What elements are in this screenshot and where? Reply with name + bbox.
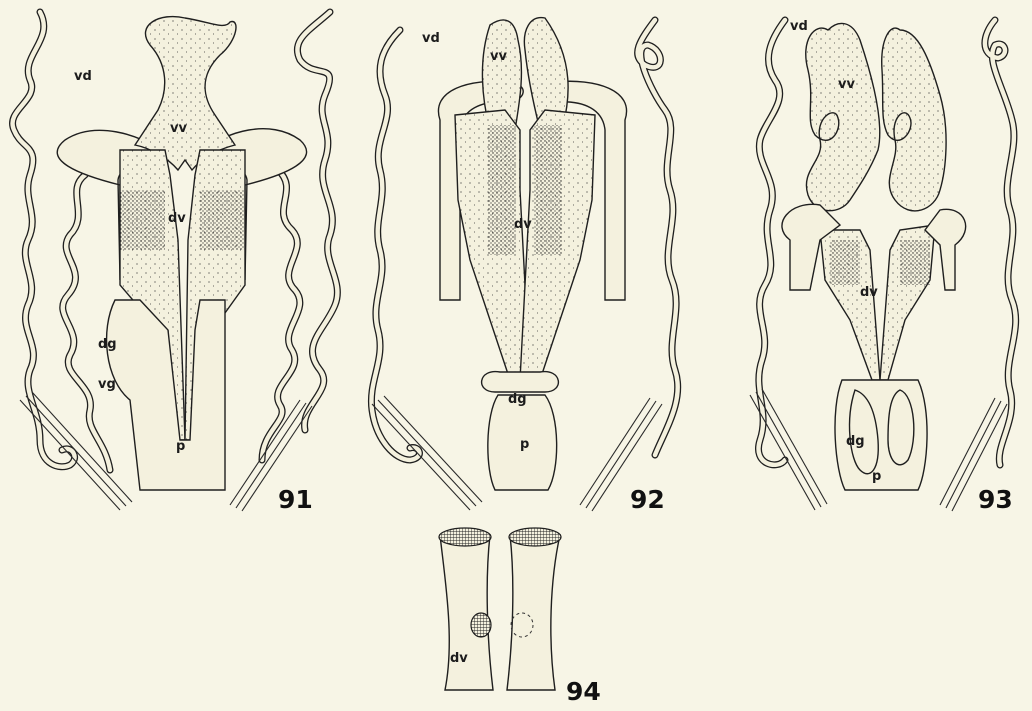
label-dg-91: dg <box>98 337 117 352</box>
label-p-92: p <box>520 437 529 452</box>
label-p-91: p <box>176 439 185 454</box>
label-p-93: p <box>872 469 881 484</box>
figure-94: dv 94 <box>439 528 601 706</box>
figure-92: vd vv dv dg p 92 <box>371 18 677 514</box>
figure-number-92: 92 <box>630 485 665 514</box>
label-dv-93: dv <box>860 285 878 300</box>
label-vg-91: vg <box>98 377 116 392</box>
label-vv-93: vv <box>838 77 855 92</box>
figure-number-91: 91 <box>278 485 313 514</box>
figure-93: vd vv dv dg p 93 <box>750 19 1016 514</box>
figure-number-94: 94 <box>566 677 601 706</box>
label-dv-91: dv <box>168 211 186 226</box>
figure-number-93: 93 <box>978 485 1013 514</box>
label-dg-92: dg <box>508 392 527 407</box>
vas-deferens-right-91 <box>297 12 337 430</box>
label-dv-94: dv <box>450 651 468 666</box>
label-vv-92: vv <box>490 49 507 64</box>
figure-91: vd vv dv dg vg p 91 <box>13 12 338 514</box>
label-dv-92: dv <box>514 217 532 232</box>
label-vd-92: vd <box>422 31 440 46</box>
label-vd-91: vd <box>74 69 92 84</box>
vesicula-91 <box>135 17 236 170</box>
label-dg-93: dg <box>846 434 865 449</box>
label-vv-91: vv <box>170 121 187 136</box>
label-vd-93: vd <box>790 19 808 34</box>
